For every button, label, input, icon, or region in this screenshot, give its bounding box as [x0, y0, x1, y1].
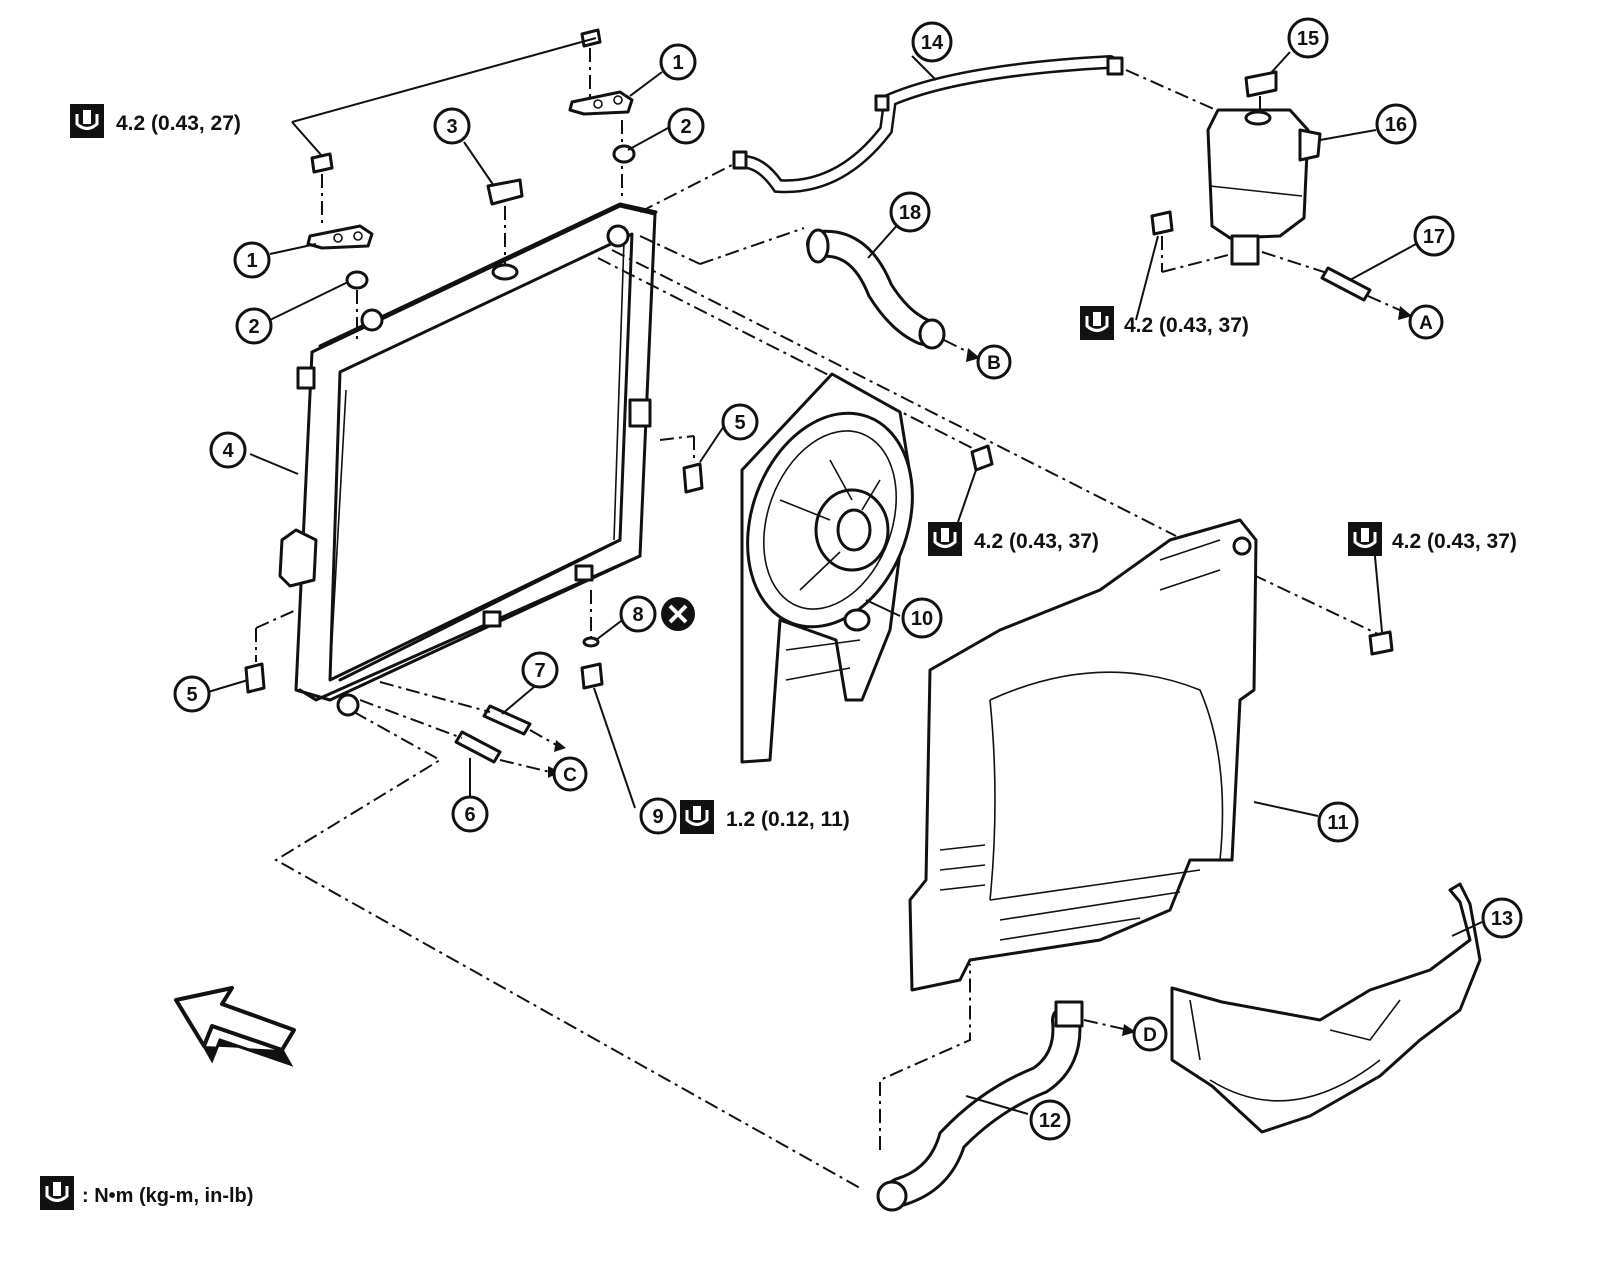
torque-wrench-icon	[68, 102, 106, 140]
torque-value: 4.2 (0.43, 27)	[116, 112, 241, 135]
upper-radiator-hose	[639, 227, 980, 362]
callout-number: 2	[248, 316, 259, 338]
callout-number: 7	[534, 660, 545, 682]
callout-number: 17	[1423, 226, 1445, 248]
callout-16: 16	[1375, 103, 1417, 145]
fan-bolt	[970, 444, 994, 472]
callout-number: 1	[672, 52, 683, 74]
cooling-fan-assembly	[740, 372, 914, 764]
reservoir-outlet-hose	[1261, 251, 1412, 320]
callout-8: 8	[619, 595, 657, 633]
lower-bracket	[306, 152, 374, 250]
callout-4: 4	[209, 431, 247, 469]
radiator	[278, 202, 658, 717]
callout-number: 1	[246, 250, 257, 272]
callout-number: 15	[1297, 28, 1319, 50]
callout-12: 12	[1029, 1099, 1071, 1141]
connector-A: A	[1408, 304, 1444, 340]
connector-D: D	[1132, 1016, 1168, 1052]
torque-wrench-icon	[1078, 304, 1116, 342]
torque-spec-shroud-bolt: 4.2 (0.43, 37)	[1346, 520, 1517, 558]
callout-13: 13	[1481, 897, 1523, 939]
front-direction-arrow	[174, 986, 296, 1067]
shroud-bolt	[1368, 630, 1394, 656]
callout-7: 7	[521, 651, 559, 689]
fan-shroud	[908, 518, 1258, 992]
callout-18: 18	[889, 191, 931, 233]
callout-15: 15	[1287, 17, 1329, 59]
torque-value: 4.2 (0.43, 37)	[1392, 530, 1517, 553]
torque-spec-drain-plug: 1.2 (0.12, 11)	[678, 798, 850, 836]
callout-2-lower: 2	[235, 307, 273, 345]
callout-14: 14	[911, 21, 953, 63]
torque-wrench-icon	[38, 1174, 76, 1212]
callout-9: 9	[639, 797, 677, 835]
torque-value: 4.2 (0.43, 37)	[974, 530, 1099, 553]
callout-number: 14	[921, 32, 944, 54]
callout-5-upper: 5	[721, 403, 759, 441]
callout-10: 10	[901, 597, 943, 639]
lower-shroud	[1170, 882, 1482, 1134]
callout-number: 12	[1039, 1110, 1061, 1132]
reservoir-hose	[639, 55, 1217, 213]
torque-value: 4.2 (0.43, 37)	[1124, 314, 1249, 337]
callout-5-lower: 5	[173, 675, 211, 713]
callout-number: 18	[899, 202, 921, 224]
reservoir-tank	[1206, 70, 1322, 266]
lower-radiator-hose	[876, 1000, 1136, 1212]
mount-rubber-upper	[659, 435, 704, 494]
callout-6: 6	[451, 795, 489, 833]
x-mark-icon	[661, 597, 695, 631]
torque-spec-fan-bolt: 4.2 (0.43, 37)	[926, 520, 1099, 558]
callout-3: 3	[433, 107, 471, 145]
torque-wrench-icon	[1346, 520, 1384, 558]
legend-units: : N•m (kg-m, in-lb)	[82, 1185, 253, 1207]
connector-C: C	[552, 756, 588, 792]
callout-number: 9	[652, 806, 663, 828]
callout-number: 3	[446, 116, 457, 138]
callout-number: 11	[1327, 812, 1348, 834]
callout-number: 4	[222, 440, 234, 462]
torque-spec-bracket-bolts: 4.2 (0.43, 27)	[68, 102, 241, 140]
drain-plug	[580, 662, 604, 690]
callout-1-upper: 1	[659, 43, 697, 81]
torque-wrench-icon	[678, 798, 716, 836]
torque-spec-reservoir-bolt: 4.2 (0.43, 37)	[1078, 304, 1249, 342]
callout-number: 6	[464, 804, 475, 826]
upper-bracket	[568, 28, 634, 200]
callout-number: 2	[680, 116, 691, 138]
callout-number: 5	[186, 684, 197, 706]
callout-number: 5	[734, 412, 745, 434]
torque-value: 1.2 (0.12, 11)	[726, 808, 850, 831]
connector-letter: A	[1419, 313, 1433, 334]
callout-number: 10	[911, 608, 933, 630]
connector-letter: C	[563, 765, 577, 786]
connector-B: B	[976, 344, 1012, 380]
callout-2-upper: 2	[667, 107, 705, 145]
torque-unit-legend: : N•m (kg-m, in-lb)	[38, 1174, 253, 1212]
lower-bushing	[345, 270, 369, 290]
radiator-cap	[486, 178, 524, 281]
oil-cooler-hoses	[359, 681, 566, 778]
connector-letter: D	[1143, 1025, 1157, 1046]
callout-17: 17	[1413, 215, 1455, 257]
connector-letter: B	[987, 353, 1001, 374]
torque-wrench-icon	[926, 520, 964, 558]
callout-11: 11	[1317, 801, 1359, 843]
callout-number: 8	[632, 604, 643, 626]
callout-number: 16	[1385, 114, 1407, 136]
reservoir-bolt	[1150, 210, 1174, 236]
callout-1-lower: 1	[233, 241, 271, 279]
mount-rubber-lower	[244, 609, 297, 694]
callout-number: 13	[1491, 908, 1513, 930]
